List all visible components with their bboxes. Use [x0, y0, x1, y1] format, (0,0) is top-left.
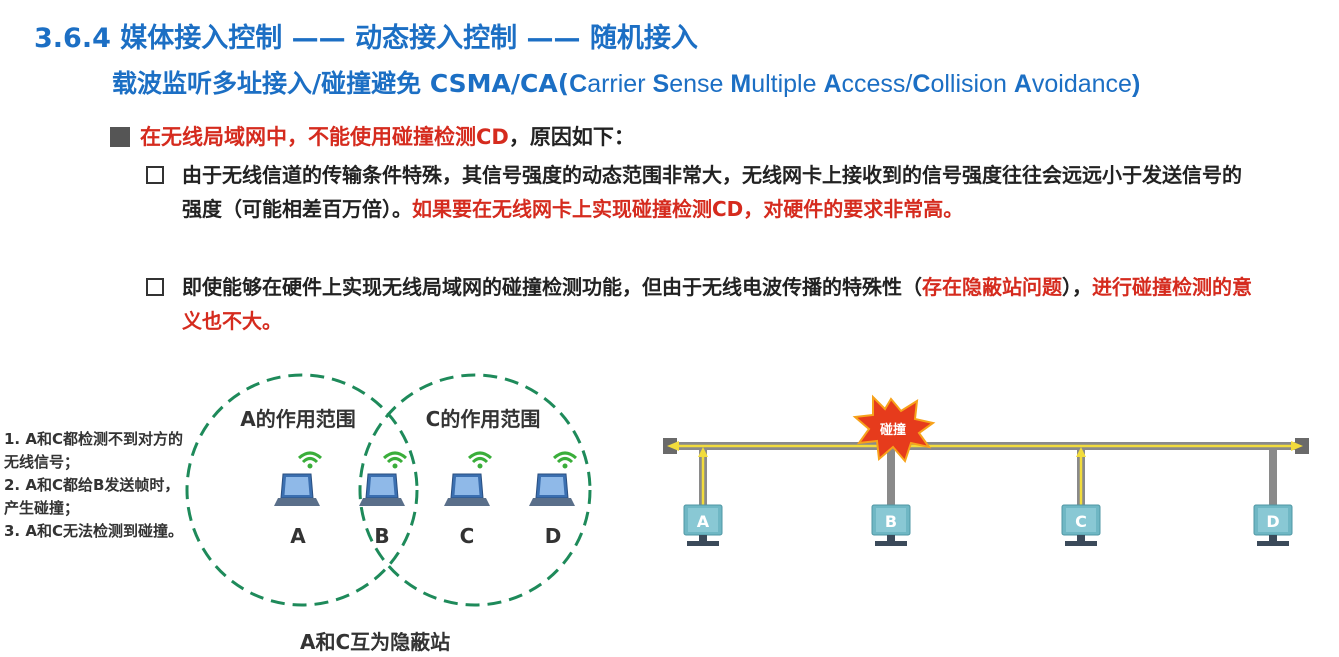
bus-station-c-label: C — [1075, 512, 1087, 531]
signal-arrows — [667, 441, 1303, 505]
range-station-d-label: D — [545, 524, 562, 548]
sub-bullet-1-text: 由于无线信道的传输条件特殊，其信号强度的动态范围非常大，无线网卡上接收到的信号强… — [182, 158, 1256, 226]
station-a-laptop-icon — [273, 451, 323, 507]
subtitle-word-ense: ense — [669, 70, 731, 98]
filled-square-bullet-icon — [110, 127, 130, 147]
hidden-station-caption: A和C互为隐蔽站 — [300, 630, 451, 654]
note-2: 2. A和C都给B发送帧时，产生碰撞； — [4, 476, 180, 517]
main-bullet-highlight: 在无线局域网中，不能使用碰撞检测CD — [140, 125, 509, 149]
station-b-laptop-icon — [358, 451, 408, 507]
station-d-laptop-icon — [528, 451, 578, 507]
note-3: 3. A和C无法检测到碰撞。 — [4, 522, 183, 540]
sub-bullet-2-mid: ）， — [1062, 275, 1092, 299]
bus-station-b-label: B — [885, 512, 897, 531]
range-circle-a — [185, 373, 419, 607]
subtitle-letter-a2: A — [1013, 70, 1032, 98]
sub-bullet-2-text: 即使能够在硬件上实现无线局域网的碰撞检测功能，但由于无线电波传播的特殊性（存在隐… — [182, 270, 1256, 338]
subtitle-letter-s: S — [652, 70, 670, 98]
subtitle-close-paren: ) — [1131, 70, 1141, 98]
hidden-station-notes: 1. A和C都检测不到对方的无线信号； 2. A和C都给B发送帧时，产生碰撞； … — [4, 428, 184, 543]
station-c-laptop-icon — [443, 451, 493, 507]
drop-line-d — [1269, 450, 1277, 505]
bus-station-d-label: D — [1266, 512, 1279, 531]
subtitle-word-arrier: arrier — [587, 70, 653, 98]
subtitle-word-voidance: voidance — [1031, 70, 1132, 98]
drop-line-b — [887, 450, 895, 505]
range-c-label: C的作用范围 — [426, 407, 541, 431]
subtitle-chinese: 载波监听多址接入/碰撞避免 CSMA/CA( — [112, 69, 570, 98]
open-square-bullet-icon — [146, 166, 164, 184]
main-bullet-rest: ，原因如下： — [508, 125, 635, 149]
range-diagram: A的作用范围 C的作用范围 A B C D — [185, 373, 592, 607]
subtitle-letter-c: C — [569, 70, 588, 98]
bus-station-a-label: A — [697, 512, 710, 531]
collision-label: 碰撞 — [880, 422, 906, 438]
range-station-c-label: C — [460, 524, 475, 548]
subtitle-word-ollision: ollision — [930, 70, 1014, 98]
subtitle-letter-a: A — [823, 70, 842, 98]
collision-burst-icon — [852, 394, 936, 463]
sub-bullet-2-normal: 即使能够在硬件上实现无线局域网的碰撞检测功能，但由于无线电波传播的特殊性（ — [182, 275, 922, 299]
sub-bullet-1-highlight: 如果要在无线网卡上实现碰撞检测CD，对硬件的要求非常高。 — [412, 197, 964, 221]
open-square-bullet-icon — [146, 278, 164, 296]
sub-bullet-2-highlight-2: 进行碰撞检测的意义也不大。 — [182, 275, 1252, 333]
subtitle-letter-m: M — [730, 70, 752, 98]
range-circle-c — [358, 373, 592, 607]
sub-bullet-2: 即使能够在硬件上实现无线局域网的碰撞检测功能，但由于无线电波传播的特殊性（存在隐… — [146, 270, 1256, 338]
sub-bullet-1: 由于无线信道的传输条件特殊，其信号强度的动态范围非常大，无线网卡上接收到的信号强… — [146, 158, 1256, 226]
subtitle-letter-c2: C — [912, 70, 931, 98]
subtitle-word-ccess: ccess/ — [841, 70, 913, 98]
range-station-a-label: A — [290, 524, 306, 548]
range-a-label: A的作用范围 — [240, 407, 355, 431]
note-1: 1. A和C都检测不到对方的无线信号； — [4, 430, 183, 471]
subtitle-word-ultiple: ultiple — [751, 70, 824, 98]
bus-collision-diagram: 碰撞 A B C D — [663, 394, 1309, 547]
page-title: 3.6.4 媒体接入控制 —— 动态接入控制 —— 随机接入 — [34, 23, 698, 54]
range-station-b-label: B — [374, 524, 389, 548]
sub-bullet-2-highlight-1: 存在隐蔽站问题 — [922, 275, 1062, 299]
sub-bullet-1-normal: 由于无线信道的传输条件特殊，其信号强度的动态范围非常大，无线网卡上接收到的信号强… — [182, 163, 1242, 221]
main-bullet: 在无线局域网中，不能使用碰撞检测CD，原因如下： — [110, 121, 635, 151]
page-subtitle: 载波监听多址接入/碰撞避免 CSMA/CA(Carrier Sense Mult… — [112, 64, 1140, 100]
